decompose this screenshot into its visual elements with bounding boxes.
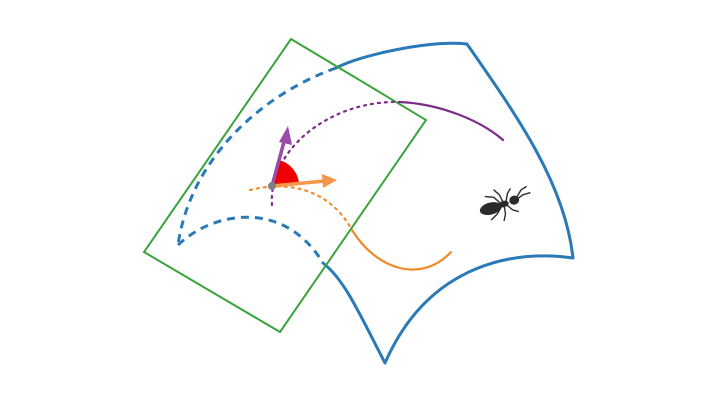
purple-arrowhead: [279, 126, 292, 145]
surface-patch-outline: [321, 41, 575, 365]
orange-tangent-vector: [270, 179, 327, 188]
surface-hidden-edge-top: [176, 66, 337, 246]
origin-point: [268, 182, 276, 190]
ant-icon: [479, 185, 531, 222]
purple-curve-solid: [398, 100, 505, 142]
surface-hidden-edge-bottom: [176, 215, 325, 264]
purple-tangent-vector: [270, 136, 287, 188]
orange-arrowhead: [322, 174, 337, 188]
purple-curve-dotted: [270, 100, 402, 207]
tangent-plane: [142, 37, 428, 334]
orange-curve-dotted: [248, 185, 354, 232]
orange-curve-solid: [350, 228, 453, 271]
